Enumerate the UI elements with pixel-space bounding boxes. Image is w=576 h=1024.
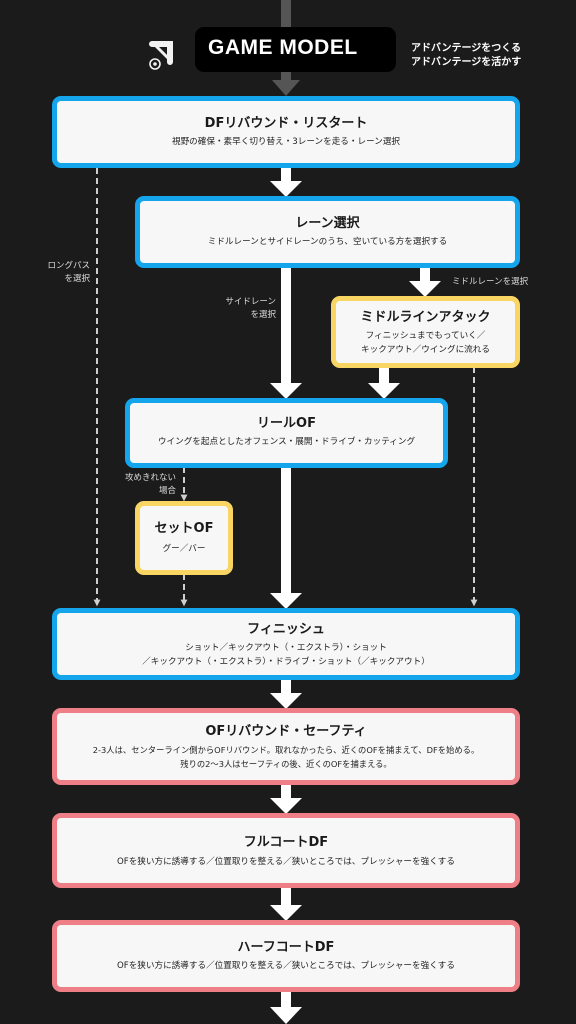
arrow-finish-to-ofrebound — [270, 679, 302, 709]
node-desc: ／キックアウト（・エクストラ）・ドライブ・ショット（／キックアウト） — [142, 657, 430, 667]
tagline-line: アドバンテージをつくる — [411, 43, 522, 54]
header-pill — [195, 27, 396, 72]
label-long-pass: ロングパス を選択 — [47, 261, 90, 284]
arrow-halfcourt-continue — [270, 991, 302, 1024]
node-middle-attack: ミドルラインアタック フィニッシュまでもっていく／ キックアウト／ウイングに流れ… — [331, 296, 520, 368]
node-full-court-df: フルコートDF OFを狭い方に誘導する／位置取りを整える／狭いところでは、プレッ… — [52, 813, 520, 888]
node-desc: ミドルレーンとサイドレーンのうち、空いている方を選択する — [207, 237, 448, 247]
node-of-rebound: OFリバウンド・セーフティ 2-3人は、センターライン側からOFリバウンド。取れ… — [52, 708, 520, 785]
node-desc: ウイングを起点としたオフェンス・展開・ドライブ・カッティング — [157, 437, 416, 447]
node-desc: ショット／キックアウト（・エクストラ）・ショット — [185, 643, 387, 653]
node-title: レーン選択 — [295, 216, 360, 231]
node-desc: フィニッシュまでもっていく／ — [365, 331, 486, 341]
label-cannot-attack: 攻めきれない 場合 — [124, 473, 176, 496]
arrow-middle-to-reel — [368, 367, 400, 399]
arrow-lane-to-reel — [270, 267, 302, 399]
node-desc: OFを狭い方に誘導する／位置取りを整える／狭いところでは、プレッシャーを強くする — [116, 857, 455, 867]
node-set-of: セットOF グー／バー — [135, 501, 233, 575]
node-desc: 視野の確保・素早く切り替え・3レーンを走る・レーン選択 — [171, 137, 401, 147]
arrow-reel-to-finish — [270, 467, 302, 609]
arrow-lane-to-middle — [409, 267, 441, 297]
node-title: DFリバウンド・リスタート — [204, 116, 368, 131]
node-finish: フィニッシュ ショット／キックアウト（・エクストラ）・ショット ／キックアウト（… — [52, 608, 520, 680]
node-title: セットOF — [154, 521, 214, 536]
header-tagline: アドバンテージをつくる アドバンテージを活かす — [411, 42, 521, 70]
node-title: フルコートDF — [243, 835, 329, 850]
tagline-line: アドバンテージを活かす — [411, 57, 522, 68]
node-desc: 残りの2〜3人はセーフティの後、近くのOFを捕まえる。 — [180, 759, 392, 769]
label-side-lane: サイドレーン を選択 — [225, 297, 276, 320]
label-middle-lane: ミドルレーンを選択 — [452, 277, 529, 287]
node-desc: 2-3人は、センターライン側からOFリバウンド。取れなかったら、近くのOFを捕ま… — [92, 745, 480, 755]
node-title: OFリバウンド・セーフティ — [205, 724, 367, 739]
node-reel-of: リールOF ウイングを起点としたオフェンス・展開・ドライブ・カッティング — [125, 398, 448, 468]
node-title: リールOF — [257, 416, 316, 431]
node-title: ハーフコートDF — [237, 940, 335, 955]
node-half-court-df: ハーフコートDF OFを狭い方に誘導する／位置取りを整える／狭いところでは、プレ… — [52, 920, 520, 992]
node-df-rebound: DFリバウンド・リスタート 視野の確保・素早く切り替え・3レーンを走る・レーン選… — [52, 96, 520, 168]
node-title: フィニッシュ — [247, 622, 325, 637]
goalpost-and-ball-icon — [142, 32, 184, 74]
arrow-df-to-lane — [270, 167, 302, 197]
top-connector-head — [272, 80, 300, 96]
node-desc: OFを狭い方に誘導する／位置取りを整える／狭いところでは、プレッシャーを強くする — [116, 961, 455, 971]
arrow-fullcourt-to-halfcourt — [270, 887, 302, 921]
node-desc: グー／バー — [162, 544, 206, 554]
node-lane-select: レーン選択 ミドルレーンとサイドレーンのうち、空いている方を選択する — [135, 196, 520, 268]
arrow-ofrebound-to-fullcourt — [270, 784, 302, 814]
page-title: GAME MODEL — [208, 36, 358, 59]
node-desc: キックアウト／ウイングに流れる — [361, 345, 490, 355]
node-title: ミドルラインアタック — [360, 310, 491, 325]
